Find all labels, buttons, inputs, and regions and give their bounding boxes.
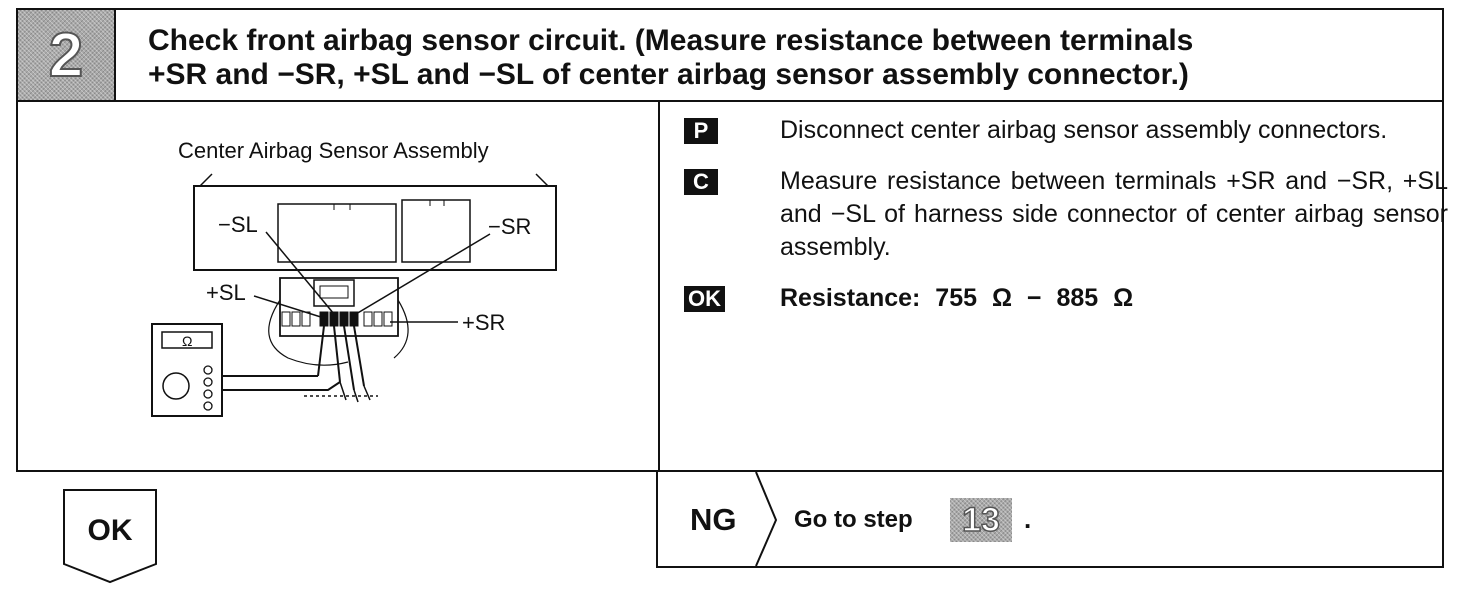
label-plus-sl: +SL [206, 280, 246, 305]
ohmmeter [151, 323, 223, 417]
badge-check: C [684, 169, 718, 195]
column-divider [658, 100, 660, 470]
probe-4 [353, 325, 365, 387]
goto-period: . [1024, 504, 1032, 534]
step-header: 2 Check front airbag sensor circuit. (Me… [16, 8, 1444, 102]
step-title: Check front airbag sensor circuit. (Meas… [148, 24, 1438, 92]
label-plus-sr: +SR [462, 310, 505, 335]
ohmmeter-display [161, 331, 213, 349]
connector-pins [281, 311, 393, 327]
diagram-title: Center Airbag Sensor Assembly [178, 138, 489, 163]
step-text-prepare: Disconnect center airbag sensor assembly… [780, 116, 1388, 144]
step-title-line1: Check front airbag sensor circuit. (Meas… [148, 24, 1194, 57]
leader-plus-sl [253, 295, 325, 319]
leader-minus-sl [265, 231, 335, 315]
ng-chevron [755, 472, 778, 567]
step-title-line2: +SR and −SR, +SL and −SL of center airba… [148, 58, 1189, 91]
ok-arrow-shape [63, 489, 157, 584]
label-minus-sl: −SL [218, 212, 258, 237]
ok-result: OK [62, 488, 162, 589]
step-number-box: 2 [18, 10, 116, 100]
step-row-p: P Disconnect center airbag sensor assemb… [678, 114, 1448, 147]
step-row-ok: OK Resistance: 755 Ω − 885 Ω [678, 282, 1448, 315]
ng-label: NG [690, 502, 737, 537]
leader-minus-sr [355, 233, 491, 315]
label-minus-sr: −SR [488, 214, 531, 239]
connector-diagram: Center Airbag Sensor Assembly [18, 100, 658, 470]
sensor-assembly-outline [193, 185, 557, 271]
ohmmeter-dial [162, 372, 190, 400]
meter-lead-2 [214, 381, 341, 391]
goto-step-link[interactable]: 13 [950, 498, 1012, 542]
ohm-symbol: Ω [182, 333, 192, 349]
step-text-ok: Resistance: 755 Ω − 885 Ω [780, 284, 1134, 312]
step-number: 2 [48, 20, 84, 91]
probe-2 [333, 325, 341, 383]
step-text-check: Measure resistance between terminals +SR… [780, 167, 1448, 261]
ng-result: NG Go to step 13 . [656, 472, 1444, 568]
connector-a [277, 203, 397, 263]
badge-prepare: P [684, 118, 718, 144]
bracket-right [535, 173, 549, 187]
connector-latch [313, 279, 355, 307]
badge-ok: OK [684, 286, 725, 312]
step-row-c: C Measure resistance between terminals +… [678, 165, 1448, 264]
ok-label: OK [88, 514, 133, 547]
probe-3 [343, 325, 355, 391]
goto-text: Go to step [794, 506, 913, 533]
procedure-body: Center Airbag Sensor Assembly [16, 100, 1448, 472]
procedure-steps: P Disconnect center airbag sensor assemb… [678, 114, 1448, 333]
bracket-left [199, 173, 213, 187]
connector-b [401, 199, 471, 263]
probe-1 [317, 325, 325, 377]
